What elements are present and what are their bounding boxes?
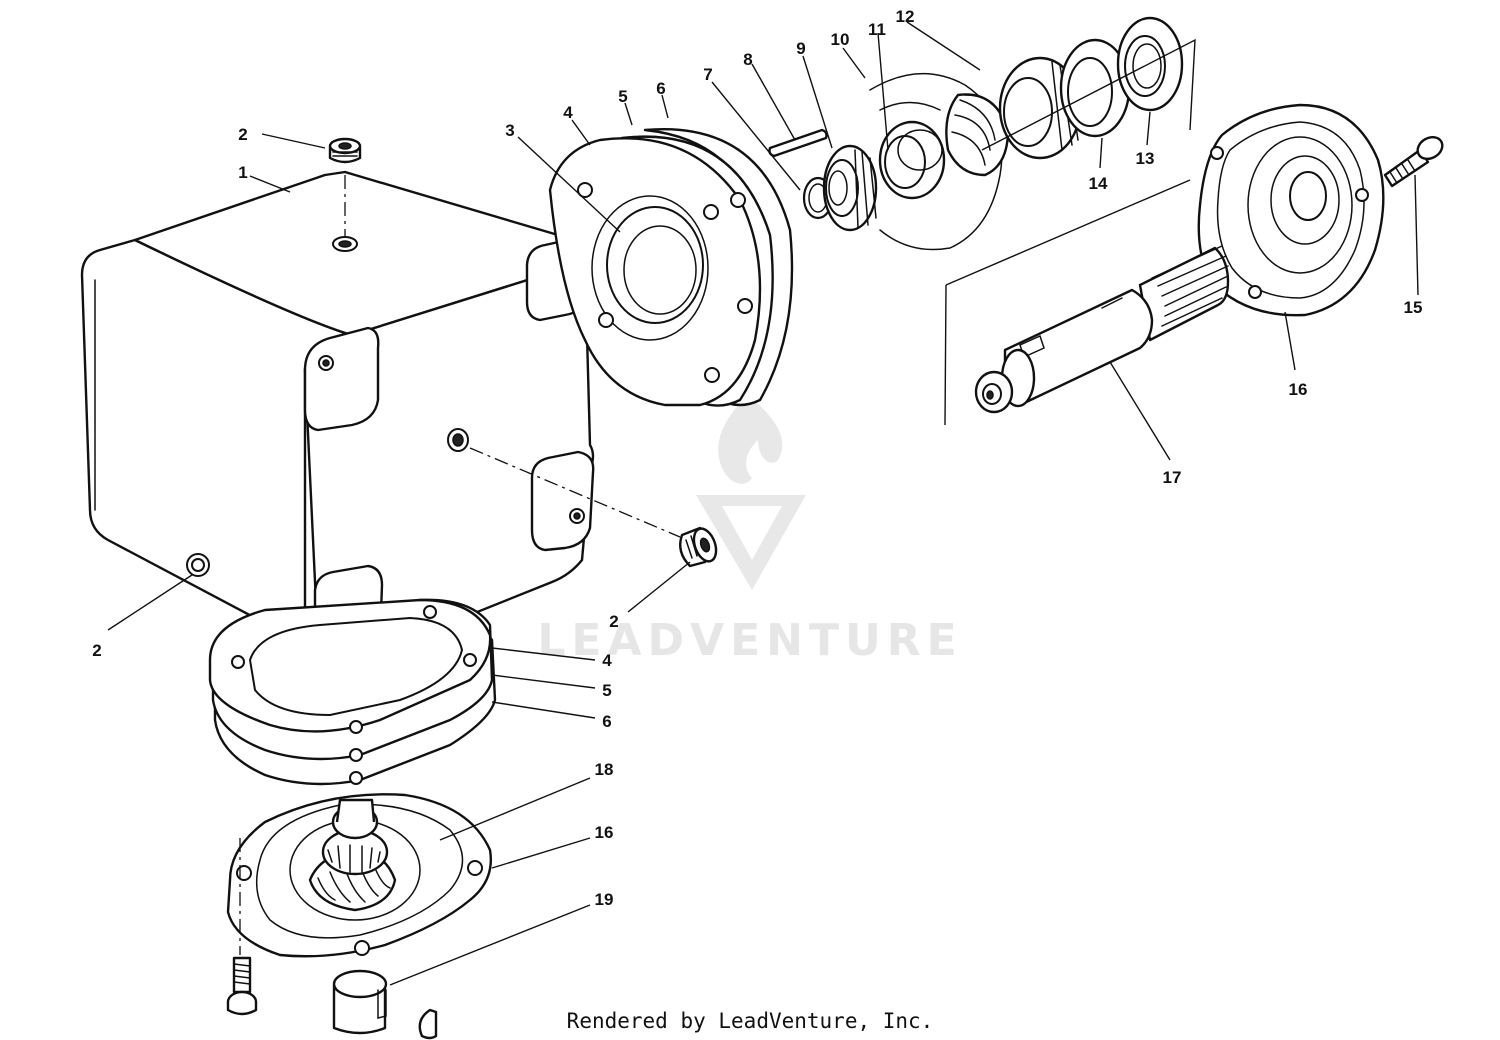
- callout-10: 10: [831, 30, 850, 49]
- callout-19: 19: [595, 890, 614, 909]
- bearing-cap-upper: [1197, 103, 1385, 317]
- bearing-cup: [878, 120, 946, 200]
- gearbox-housing: [80, 170, 595, 667]
- callout-3: 3: [505, 121, 514, 140]
- callout-9: 9: [796, 39, 805, 58]
- cap-screw-lower: [226, 956, 258, 1016]
- pinion-gear: [308, 798, 397, 912]
- callout-6: 6: [656, 79, 665, 98]
- bevel-gear: [945, 93, 1010, 177]
- pipe-plug-side: [679, 526, 718, 568]
- pipe-plug-top: [328, 137, 362, 164]
- callout-16: 16: [595, 823, 614, 842]
- callout-6: 6: [602, 712, 611, 731]
- callout-8: 8: [743, 50, 752, 69]
- callout-5: 5: [602, 681, 611, 700]
- callout-7: 7: [703, 65, 712, 84]
- callout-2: 2: [609, 612, 618, 631]
- callout-4: 4: [563, 103, 573, 122]
- callout-4: 4: [602, 651, 612, 670]
- callout-16: 16: [1289, 380, 1308, 399]
- watermark-flame-icon: [718, 395, 783, 484]
- watermark-v-logo-icon: [696, 495, 806, 590]
- callout-13: 13: [1136, 149, 1155, 168]
- output-stub-shaft: [332, 969, 388, 1035]
- callout-17: 17: [1163, 468, 1182, 487]
- leadventure-watermark: LEADVENTURE: [537, 395, 962, 666]
- leader-lines: [107, 21, 1419, 986]
- callout-12: 12: [896, 7, 915, 26]
- callout-14: 14: [1089, 174, 1108, 193]
- callouts: 1 2 2 2 2 3 4 5 6 7 8 9 10 11 12 13 14 1…: [92, 7, 1422, 909]
- cap-screw-upper: [1383, 135, 1444, 188]
- callout-2: 2: [238, 125, 247, 144]
- callout-11: 11: [868, 20, 886, 39]
- bearing-cone: [822, 144, 878, 232]
- callout-1: 1: [238, 163, 247, 182]
- side-gasket-stack: [548, 128, 794, 407]
- bevel-gear-disk: [869, 72, 1003, 251]
- callout-18: 18: [595, 760, 614, 779]
- woodruff-key: [418, 1008, 438, 1040]
- watermark-text: LEADVENTURE: [537, 615, 962, 666]
- render-credit: Rendered by LeadVenture, Inc.: [567, 1009, 934, 1033]
- callout-2: 2: [92, 641, 101, 660]
- key: [768, 128, 828, 158]
- callout-5: 5: [618, 87, 627, 106]
- bottom-gasket-stack: [208, 598, 497, 786]
- bearing-cup-right: [1059, 38, 1131, 138]
- output-shaft: [974, 245, 1230, 414]
- callout-15: 15: [1404, 298, 1423, 317]
